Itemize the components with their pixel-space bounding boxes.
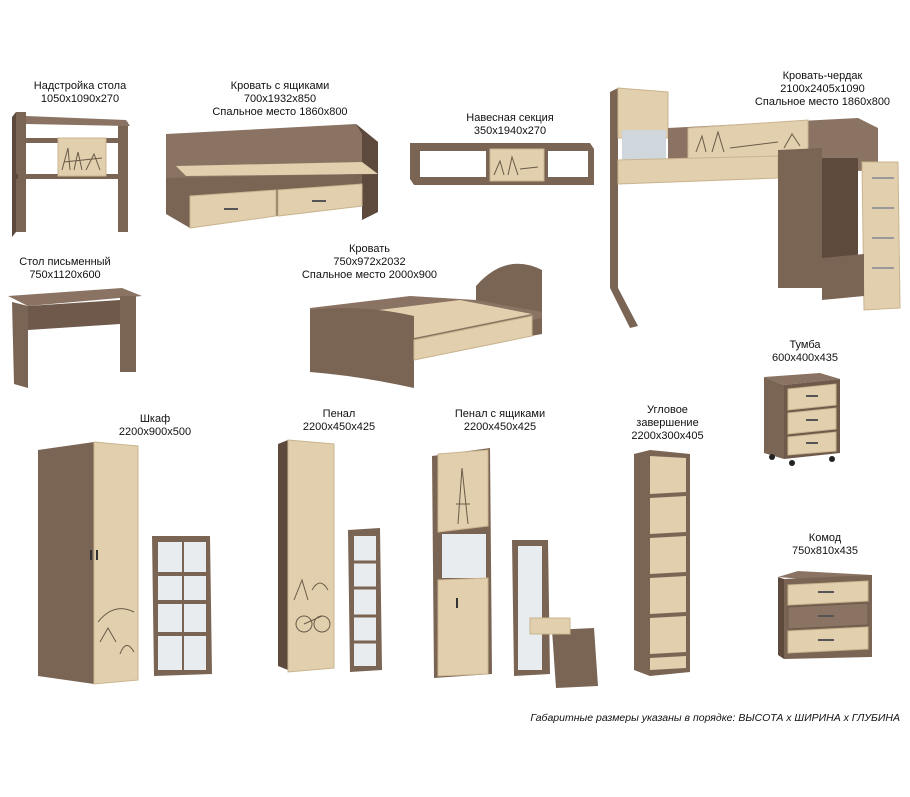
desk-hutch-size: 1050х1090х270 <box>40 93 120 105</box>
wall-shelf-image <box>410 143 594 185</box>
loft-bed-size: 2100х2405х1090 <box>780 83 865 95</box>
bed-image <box>310 263 542 388</box>
bed-drawers-name: Кровать с ящиками <box>230 80 330 92</box>
loft-bed-sleep: Спальное место 1860х800 <box>754 96 891 108</box>
wardrobe-size: 2200х900х500 <box>118 426 192 438</box>
dresser-image <box>778 571 872 659</box>
wardrobe-image <box>38 441 212 685</box>
corner-end-name: Угловое <box>647 404 688 416</box>
pencil-case-drawers-image <box>432 448 598 688</box>
desk-hutch-name: Надстройка стола <box>33 80 127 92</box>
dresser-name: Комод <box>808 532 842 544</box>
bed-size: 750х972х2032 <box>333 256 406 268</box>
desk-image <box>8 288 142 388</box>
wall-shelf-size: 350х1940х270 <box>473 125 547 137</box>
nightstand-size: 600х400х435 <box>771 352 839 364</box>
footer-note: Габаритные размеры указаны в порядке: ВЫ… <box>530 712 900 724</box>
pencil-case-drawers-size: 2200х450х425 <box>463 421 537 433</box>
loft-bed-name: Кровать-чердак <box>782 70 863 82</box>
label-loft-bed: Кровать-чердак 2100х2405х1090 Спальное м… <box>740 70 905 109</box>
desk-size: 750х1120х600 <box>29 269 101 281</box>
label-desk: Стол письменный 750х1120х600 <box>5 256 125 282</box>
corner-end-image <box>634 450 690 676</box>
desk-name: Стол письменный <box>19 256 111 268</box>
bed-drawers-sleep: Спальное место 1860х800 <box>212 106 348 118</box>
corner-end-name2: завершение <box>636 417 699 429</box>
bed-name: Кровать <box>348 243 390 255</box>
nightstand-image <box>764 373 840 466</box>
pencil-case-drawers-name: Пенал с ящиками <box>454 408 546 420</box>
label-bed: Кровать 750х972х2032 Спальное место 2000… <box>282 243 457 282</box>
bed-drawers-image <box>166 124 378 229</box>
corner-end-size: 2200х300х405 <box>631 430 704 442</box>
desk-hutch-image <box>12 112 130 237</box>
wall-shelf-name: Навесная секция <box>466 112 554 124</box>
bed-drawers-size: 700х1932х850 <box>243 93 317 105</box>
label-desk-hutch: Надстройка стола 1050х1090х270 <box>10 80 150 106</box>
label-bed-drawers: Кровать с ящиками 700х1932х850 Спальное … <box>190 80 370 119</box>
label-nightstand: Тумба 600х400х435 <box>755 339 855 365</box>
label-wardrobe: Шкаф 2200х900х500 <box>100 413 210 439</box>
pencil-case-image <box>278 439 382 673</box>
label-pencil-case: Пенал 2200х450х425 <box>284 408 394 434</box>
dresser-size: 750х810х435 <box>791 545 859 557</box>
bed-sleep: Спальное место 2000х900 <box>301 269 438 281</box>
nightstand-name: Тумба <box>789 339 821 351</box>
label-pencil-case-drawers: Пенал с ящиками 2200х450х425 <box>440 408 560 434</box>
pencil-case-name: Пенал <box>322 408 356 420</box>
label-corner-end: Угловое завершение 2200х300х405 <box>610 404 725 443</box>
wardrobe-name: Шкаф <box>139 413 171 425</box>
label-dresser: Комод 750х810х435 <box>775 532 875 558</box>
label-wall-shelf: Навесная секция 350х1940х270 <box>445 112 575 138</box>
loft-bed-image <box>610 87 901 328</box>
pencil-case-size: 2200х450х425 <box>302 421 376 433</box>
